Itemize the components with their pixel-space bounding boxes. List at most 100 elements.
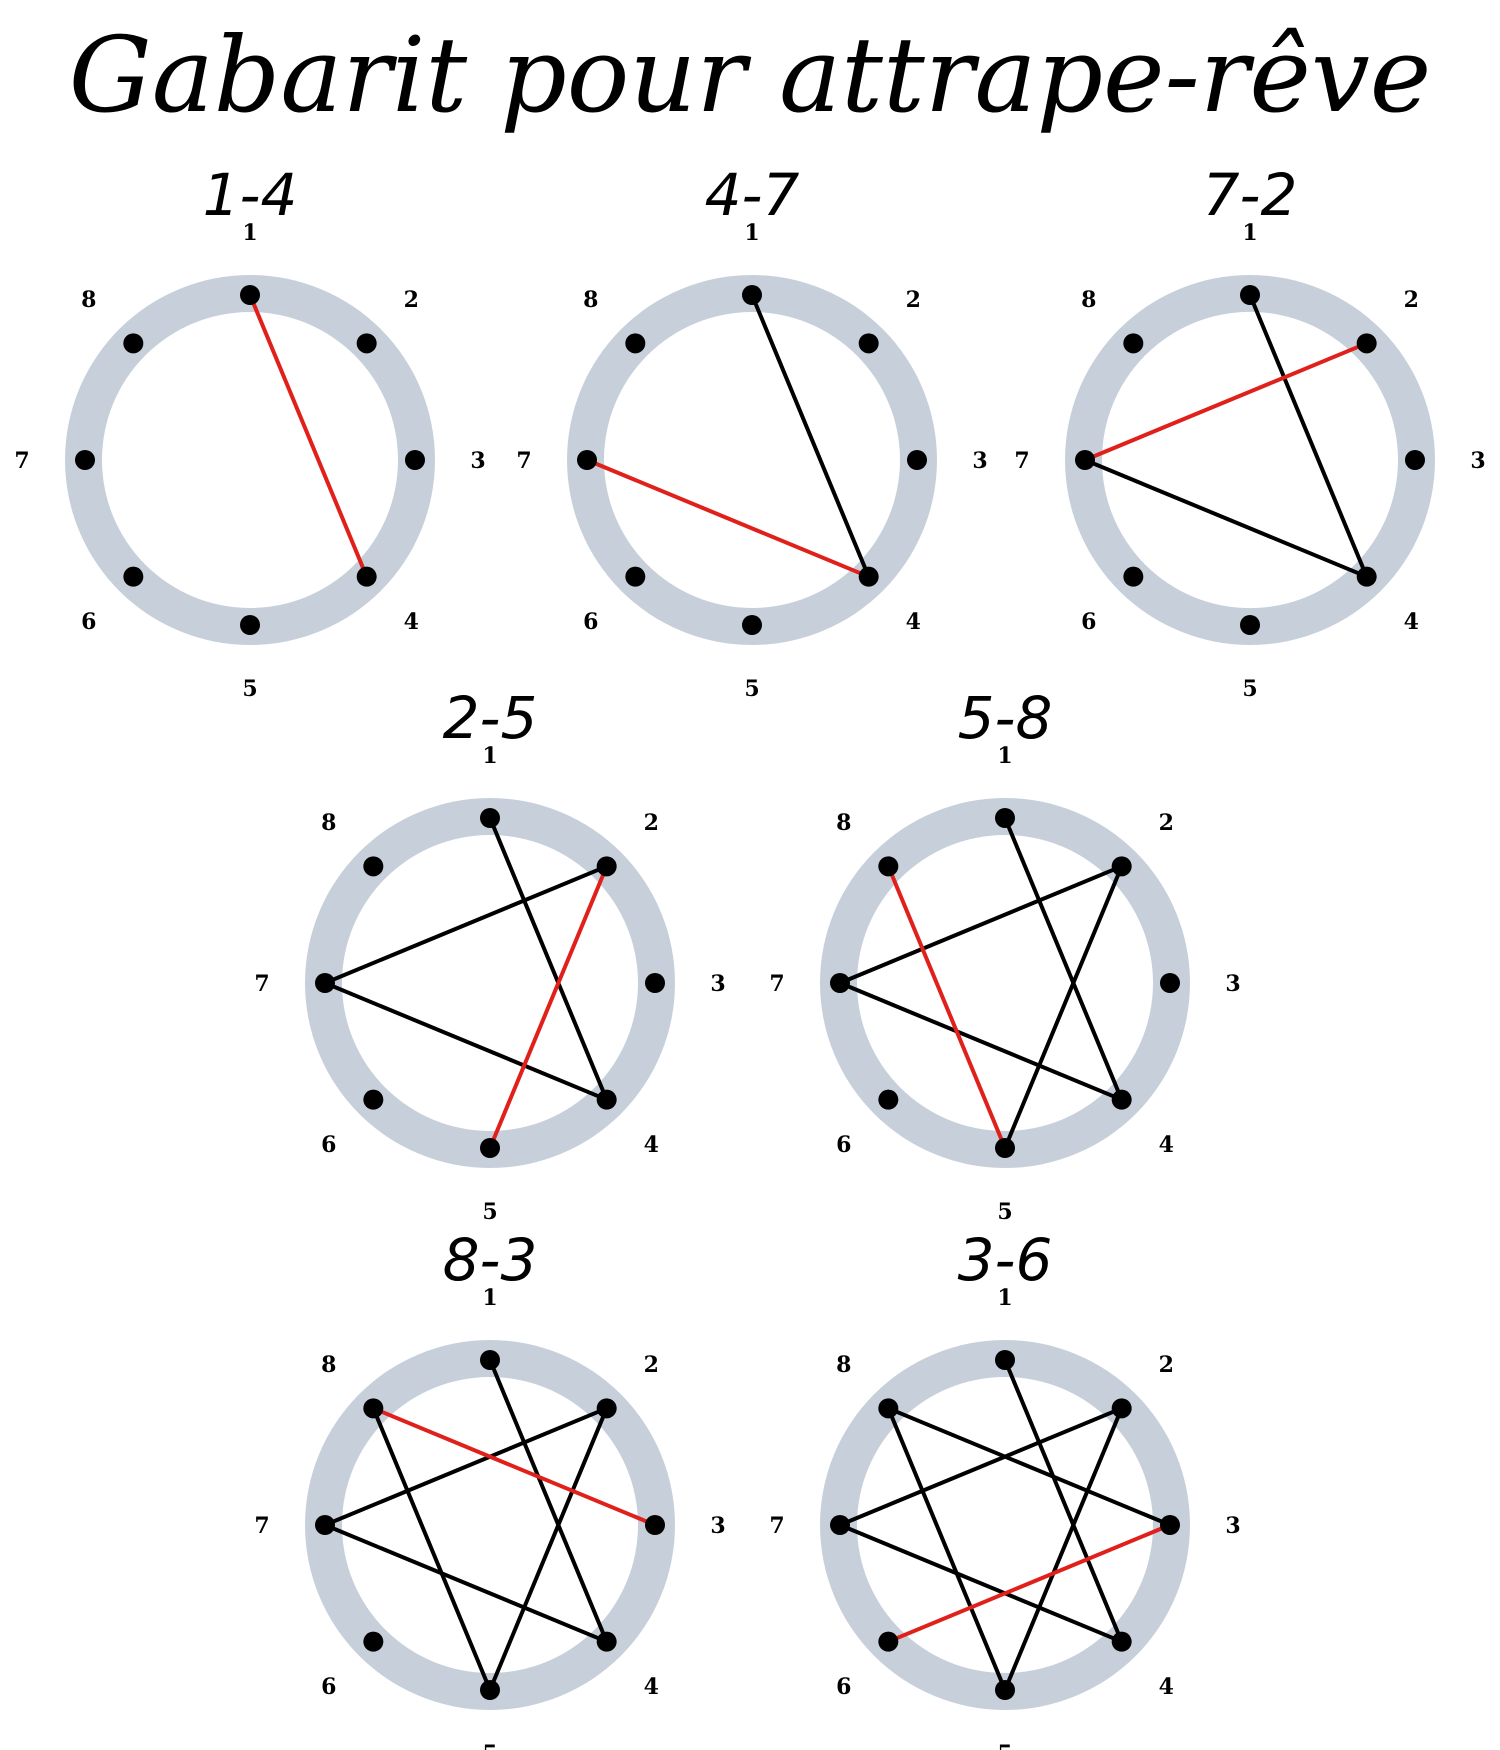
peg-label-1: 1 — [242, 220, 257, 246]
peg-label-4: 4 — [1159, 1132, 1174, 1158]
peg-8 — [363, 856, 384, 877]
peg-7 — [577, 450, 597, 470]
peg-6 — [123, 566, 144, 587]
peg-7 — [75, 450, 95, 470]
peg-label-7: 7 — [254, 971, 269, 997]
peg-label-3: 3 — [710, 1513, 725, 1539]
peg-label-6: 6 — [1081, 609, 1096, 635]
peg-3 — [1160, 1515, 1180, 1535]
peg-4 — [858, 566, 879, 587]
hoop-ring — [820, 1340, 1190, 1710]
peg-label-8: 8 — [1081, 287, 1096, 313]
peg-label-5: 5 — [482, 1741, 497, 1750]
peg-8 — [878, 856, 899, 877]
peg-1 — [995, 1350, 1015, 1370]
peg-label-7: 7 — [1014, 448, 1029, 474]
previous-string-5-8 — [886, 1406, 1007, 1692]
current-string-1-4 — [248, 293, 369, 579]
previous-string-1-4 — [750, 293, 871, 579]
previous-string-1-4 — [488, 816, 609, 1102]
peg-label-4: 4 — [404, 609, 419, 635]
peg-4 — [1356, 566, 1377, 587]
peg-label-5: 5 — [744, 676, 759, 702]
hoop-ring — [305, 1340, 675, 1710]
peg-label-6: 6 — [836, 1132, 851, 1158]
peg-label-1: 1 — [1242, 220, 1257, 246]
previous-string-4-7 — [838, 1523, 1124, 1644]
peg-label-6: 6 — [321, 1132, 336, 1158]
peg-2 — [1356, 333, 1377, 354]
peg-2 — [356, 333, 377, 354]
previous-string-2-5 — [488, 1406, 609, 1692]
current-string-5-8 — [886, 864, 1007, 1150]
peg-2 — [596, 856, 617, 877]
peg-4 — [1111, 1631, 1132, 1652]
peg-label-3: 3 — [710, 971, 725, 997]
previous-string-7-2 — [838, 864, 1124, 985]
peg-label-2: 2 — [906, 287, 921, 313]
peg-label-8: 8 — [583, 287, 598, 313]
peg-label-7: 7 — [254, 1513, 269, 1539]
previous-string-1-4 — [1248, 293, 1369, 579]
peg-5 — [1240, 615, 1260, 635]
peg-5 — [995, 1680, 1015, 1700]
peg-4 — [1111, 1089, 1132, 1110]
peg-label-2: 2 — [1159, 810, 1174, 836]
peg-label-3: 3 — [1470, 448, 1485, 474]
current-string-3-6 — [886, 1523, 1172, 1644]
peg-3 — [907, 450, 927, 470]
step-title: 3-6 — [958, 1226, 1053, 1294]
previous-string-2-5 — [1003, 864, 1124, 1150]
previous-string-4-7 — [323, 1523, 609, 1644]
peg-label-5: 5 — [997, 1741, 1012, 1750]
step-title: 1-4 — [203, 161, 298, 229]
peg-label-3: 3 — [972, 448, 987, 474]
peg-label-1: 1 — [744, 220, 759, 246]
peg-1 — [480, 808, 500, 828]
peg-6 — [878, 1089, 899, 1110]
current-string-7-2 — [1083, 341, 1369, 462]
peg-label-4: 4 — [1404, 609, 1419, 635]
previous-string-1-4 — [488, 1358, 609, 1644]
peg-7 — [315, 973, 335, 993]
peg-label-5: 5 — [997, 1199, 1012, 1225]
peg-label-6: 6 — [583, 609, 598, 635]
peg-label-3: 3 — [470, 448, 485, 474]
peg-1 — [480, 1350, 500, 1370]
peg-label-6: 6 — [836, 1674, 851, 1700]
hoop-ring — [820, 798, 1190, 1168]
peg-3 — [1160, 973, 1180, 993]
peg-5 — [480, 1138, 500, 1158]
peg-label-4: 4 — [1159, 1674, 1174, 1700]
peg-2 — [596, 1398, 617, 1419]
hoop-ring — [567, 275, 937, 645]
step-title: 5-8 — [958, 684, 1053, 752]
peg-label-1: 1 — [482, 743, 497, 769]
peg-7 — [1075, 450, 1095, 470]
current-string-2-5 — [488, 864, 609, 1150]
peg-5 — [240, 615, 260, 635]
peg-label-5: 5 — [1242, 676, 1257, 702]
page-title: Gabarit pour attrape-rêve — [68, 14, 1432, 136]
peg-label-4: 4 — [644, 1132, 659, 1158]
step-title: 4-7 — [705, 161, 800, 229]
peg-label-7: 7 — [769, 971, 784, 997]
peg-8 — [123, 333, 144, 354]
previous-string-2-5 — [1003, 1406, 1124, 1692]
peg-label-7: 7 — [14, 448, 29, 474]
peg-label-5: 5 — [242, 676, 257, 702]
previous-string-7-2 — [838, 1406, 1124, 1527]
peg-label-1: 1 — [482, 1285, 497, 1311]
peg-6 — [363, 1631, 384, 1652]
peg-5 — [995, 1138, 1015, 1158]
previous-string-4-7 — [1083, 458, 1369, 579]
peg-4 — [596, 1631, 617, 1652]
peg-label-7: 7 — [769, 1513, 784, 1539]
peg-3 — [1405, 450, 1425, 470]
peg-label-2: 2 — [644, 810, 659, 836]
template-step-8-3: 8-312345678 — [254, 1226, 725, 1750]
